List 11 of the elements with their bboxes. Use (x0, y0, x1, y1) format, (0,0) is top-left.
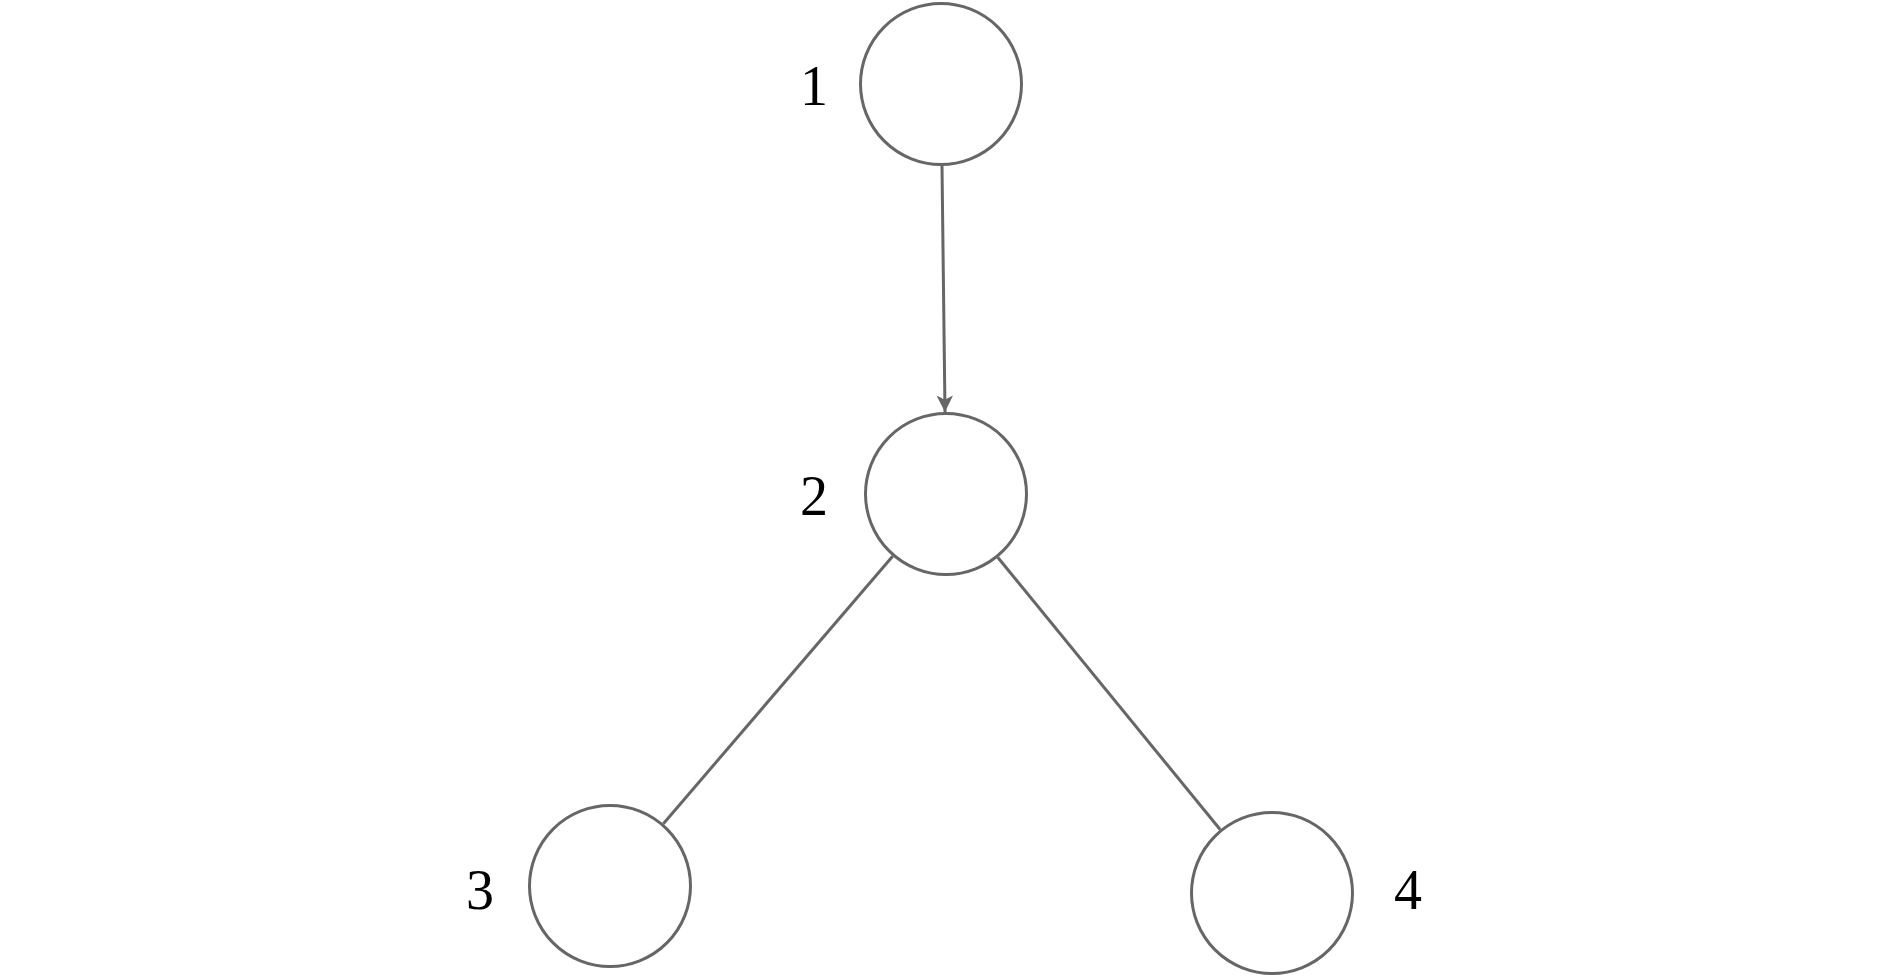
node-number: 4 (1394, 862, 1422, 918)
node-number: 2 (800, 468, 828, 524)
node-number: 3 (466, 862, 494, 918)
circle-node (1190, 811, 1354, 975)
arrow (936, 165, 954, 413)
connector-line (996, 556, 1222, 831)
node-number: 1 (800, 58, 828, 114)
circle-node (528, 804, 692, 968)
circle-node (864, 412, 1028, 576)
connector-line (662, 555, 894, 825)
circle-node (859, 2, 1023, 166)
